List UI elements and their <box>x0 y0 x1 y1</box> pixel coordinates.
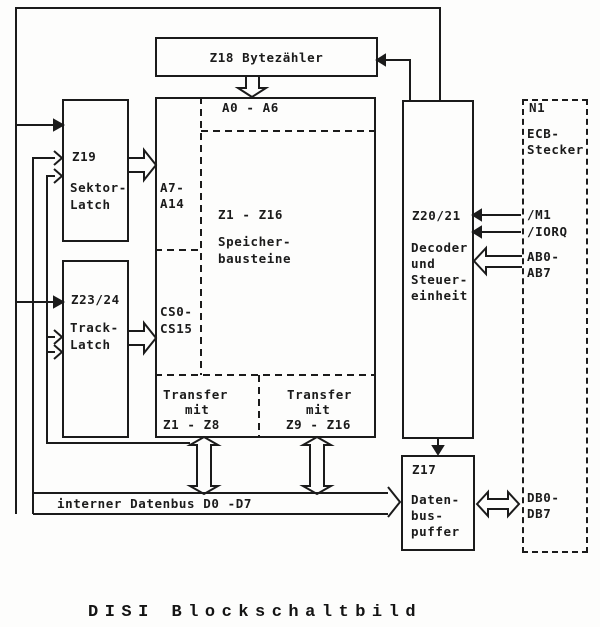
data-line-bus-to-z2324 <box>47 329 64 360</box>
z19-name-line2: Latch <box>70 197 111 212</box>
z18-bytezaehler-box: Z18 Bytezähler <box>155 37 378 77</box>
memory-a14-label: A14 <box>160 196 185 211</box>
signal-ab7-label: AB7 <box>527 265 552 280</box>
z17-datenbuspuffer-box <box>401 455 475 551</box>
memory-name-line1: Speicher- <box>218 234 292 249</box>
open-arrowhead-z19-a <box>53 150 64 166</box>
internal-databus-label: interner Datenbus D0 -D7 <box>57 496 253 511</box>
control-line-top-loop <box>15 7 441 514</box>
memory-block-box <box>155 97 376 438</box>
transfer-right-line3: Z9 - Z16 <box>286 417 352 432</box>
z2021-line2: und <box>411 256 436 271</box>
bus-arrow-z18-to-memory <box>234 76 270 99</box>
bus-arrow-z2324-to-memory <box>128 320 158 356</box>
control-line-z2021-to-z17 <box>431 438 445 456</box>
memory-chips-label: Z1 - Z16 <box>218 207 284 222</box>
transfer-left-line1: Transfer <box>163 387 229 402</box>
z2021-line3: Steuer- <box>411 272 468 287</box>
transfer-right-line1: Transfer <box>287 387 353 402</box>
z2324-id-label: Z23/24 <box>71 292 120 307</box>
memory-partition-dashes <box>155 97 375 437</box>
z19-sektor-latch-box <box>62 99 129 242</box>
n1-ecb-stecker-box <box>522 99 588 553</box>
transfer-left-line3: Z1 - Z8 <box>163 417 220 432</box>
signal-db0-label: DB0- <box>527 490 560 505</box>
transfer-left-line2: mit <box>185 402 210 417</box>
control-line-z2021-to-z18 <box>375 53 411 100</box>
memory-cs15-label: CS15 <box>160 321 193 336</box>
z19-id-label: Z19 <box>72 149 97 164</box>
open-arrowhead-z2324-a <box>53 329 64 345</box>
z2021-line4: einheit <box>411 288 468 303</box>
bus-arrow-transfer-left <box>186 435 222 496</box>
n1-line1: ECB- <box>527 126 560 141</box>
z17-id-label: Z17 <box>412 462 437 477</box>
signal-line-iorq <box>471 225 521 239</box>
signal-iorq-label: /IORQ <box>527 224 568 239</box>
transfer-right-line2: mit <box>306 402 331 417</box>
memory-cs0-label: CS0- <box>160 304 193 319</box>
z2021-id-label: Z20/21 <box>412 208 461 223</box>
z2324-name-line1: Track- <box>70 320 119 335</box>
z17-line3: puffer <box>411 524 460 539</box>
bus-arrow-z19-to-memory <box>128 147 158 183</box>
z17-line2: bus- <box>411 508 444 523</box>
signal-m1-label: /M1 <box>527 207 552 222</box>
arrowhead-into-z17 <box>431 445 445 456</box>
z19-name-line1: Sektor- <box>70 180 127 195</box>
memory-a0a6-label: A0 - A6 <box>222 100 279 115</box>
z17-line1: Daten- <box>411 492 460 507</box>
signal-ab0-label: AB0- <box>527 249 560 264</box>
open-arrowhead-bus-into-z17 <box>387 486 402 518</box>
arrowhead-m1 <box>471 208 482 222</box>
arrowhead-into-z18 <box>375 53 386 67</box>
bus-arrow-db0-db7 <box>475 489 521 519</box>
bus-arrow-transfer-right <box>299 435 335 496</box>
z2021-line1: Decoder <box>411 240 468 255</box>
z2324-name-line2: Latch <box>70 337 111 352</box>
arrowhead-into-z19 <box>53 118 66 132</box>
n1-id-label: N1 <box>529 100 546 115</box>
z2021-decoder-box <box>402 100 474 439</box>
memory-a7-label: A7- <box>160 180 185 195</box>
bus-arrow-ab0-ab7 <box>472 245 522 277</box>
open-arrowhead-z19-b <box>53 168 64 184</box>
internal-data-bus <box>33 486 402 518</box>
open-arrowhead-z2324-b <box>53 344 64 360</box>
z2324-track-latch-box <box>62 260 129 438</box>
signal-line-m1 <box>471 208 521 222</box>
z18-label: Z18 Bytezähler <box>209 49 324 65</box>
n1-line2: Stecker <box>527 142 584 157</box>
diagram-caption: DISI Blockschaltbild <box>88 603 423 622</box>
arrowhead-iorq <box>471 225 482 239</box>
arrowhead-into-z2324 <box>53 295 66 309</box>
memory-name-line2: bausteine <box>218 251 292 266</box>
signal-db7-label: DB7 <box>527 506 552 521</box>
